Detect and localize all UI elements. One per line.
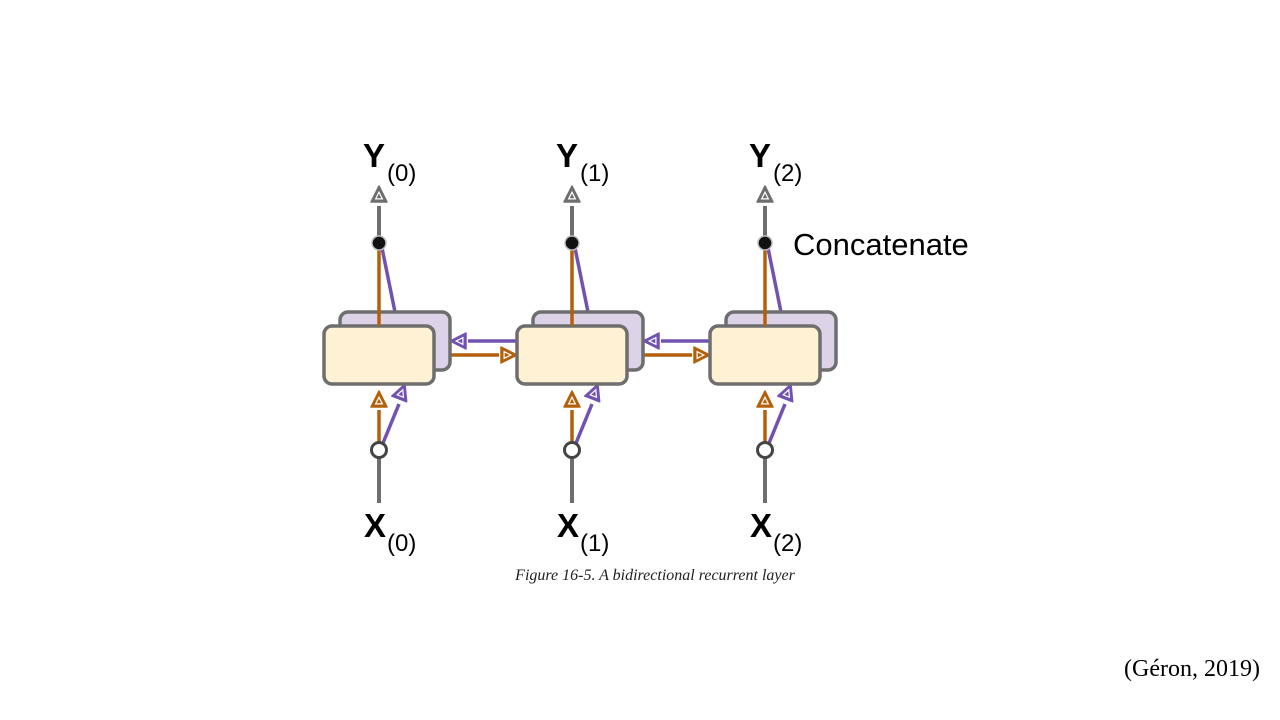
input-forward-arrow-0-inner	[374, 395, 384, 405]
concat-node-1	[564, 235, 580, 251]
output-arrow-2	[756, 185, 774, 203]
input-backward-arrow-0	[391, 383, 408, 403]
backward-recurrent-arrow-1	[642, 332, 660, 350]
input-backward-line-2	[765, 403, 787, 449]
backward-to-concat-0	[379, 242, 397, 313]
backward-recurrent-arrow-0-body	[449, 332, 467, 350]
concat-node-2	[757, 235, 773, 251]
output-arrow-0-inner	[374, 190, 384, 200]
input-label-0: X(0)	[364, 507, 416, 557]
output-arrow-0-body	[370, 185, 388, 203]
forward-cell-1	[515, 324, 629, 386]
output-arrow-2-body	[756, 185, 774, 203]
input-label-2: X(2)	[750, 507, 802, 557]
input-node-0	[370, 441, 388, 459]
input-forward-arrow-2-inner	[760, 395, 770, 405]
input-backward-arrow-0-inner	[396, 388, 405, 399]
input-backward-arrow-2	[777, 383, 794, 403]
output-label-1: Y(1)	[556, 137, 609, 187]
input-forward-arrow-2	[756, 390, 774, 408]
output-arrow-0	[370, 185, 388, 203]
figure-caption: Figure 16-5. A bidirectional recurrent l…	[515, 567, 795, 584]
label-layer: Y(0) X(0) Y(1) X(1) Y(2) X(2) Concatenate	[363, 137, 969, 557]
input-node-1	[563, 441, 581, 459]
output-arrow-2-inner	[760, 190, 770, 200]
backward-to-concat-2	[765, 242, 783, 313]
input-backward-arrow-2-inner	[782, 388, 791, 399]
input-forward-arrow-0-body	[370, 390, 388, 408]
input-backward-arrow-1-inner	[589, 388, 598, 399]
input-backward-line-1	[572, 403, 594, 449]
input-forward-arrow-1-body	[563, 390, 581, 408]
forward-recurrent-arrow-1-inner	[696, 350, 706, 360]
node-layer	[370, 235, 774, 459]
output-arrow-1-body	[563, 185, 581, 203]
output-arrow-1	[563, 185, 581, 203]
backward-recurrent-arrow-0	[449, 332, 467, 350]
backward-recurrent-arrow-0-inner	[454, 336, 464, 346]
input-label-1: X(1)	[557, 507, 609, 557]
forward-recurrent-arrow-1	[693, 346, 711, 364]
backward-to-concat-1	[572, 242, 590, 313]
input-forward-arrow-1	[563, 390, 581, 408]
forward-recurrent-arrow-0-inner	[503, 350, 513, 360]
input-forward-arrow-1-inner	[567, 395, 577, 405]
output-label-0: Y(0)	[363, 137, 416, 187]
output-label-2: Y(2)	[749, 137, 802, 187]
input-node-2	[756, 441, 774, 459]
concat-node-0	[371, 235, 387, 251]
forward-recurrent-arrow-1-body	[693, 346, 711, 364]
citation: (Géron, 2019)	[1124, 656, 1260, 682]
input-forward-arrow-2-body	[756, 390, 774, 408]
forward-recurrent-arrow-0-body	[500, 346, 518, 364]
backward-recurrent-arrow-1-body	[642, 332, 660, 350]
concatenate-label: Concatenate	[793, 227, 969, 262]
input-backward-arrow-1	[584, 383, 601, 403]
input-backward-line-0	[379, 403, 401, 449]
forward-cell-0	[322, 324, 436, 386]
input-forward-arrow-0	[370, 390, 388, 408]
backward-recurrent-arrow-1-inner	[647, 336, 657, 346]
cell-layer	[322, 310, 838, 386]
forward-recurrent-arrow-0	[500, 346, 518, 364]
forward-cell-2	[708, 324, 822, 386]
output-arrow-1-inner	[567, 190, 577, 200]
